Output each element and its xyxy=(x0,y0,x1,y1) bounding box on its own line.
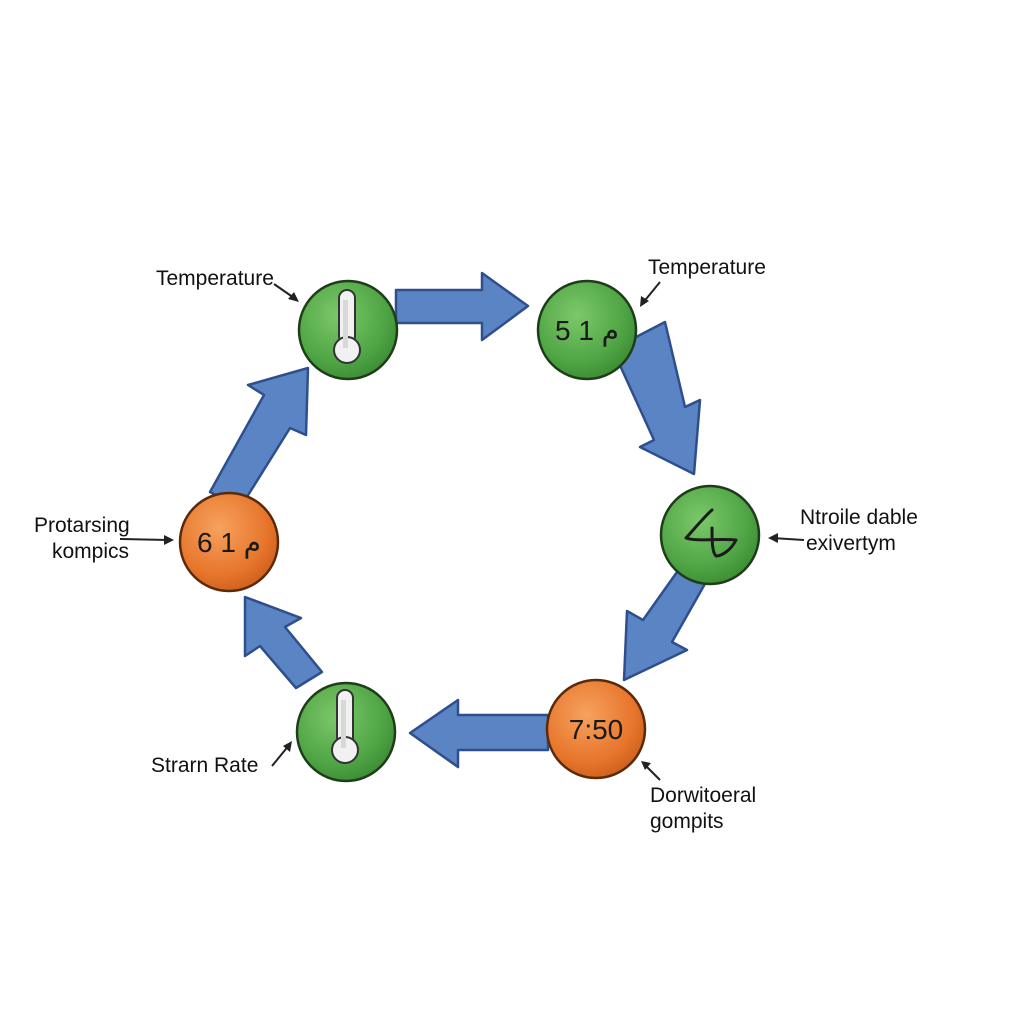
node-bottom-right: 7:50 xyxy=(545,678,647,780)
label-bottom-left-line1: Strarn Rate xyxy=(151,754,258,777)
node-right xyxy=(659,484,761,586)
cycle-arrows xyxy=(208,271,708,769)
label-top-right: Temperature xyxy=(640,256,766,307)
label-bottom-right: Dorwitoeral gompits xyxy=(641,761,756,833)
label-bottom-right-line1: Dorwitoeral xyxy=(650,784,756,807)
label-top-right-line1: Temperature xyxy=(648,256,766,279)
label-right-line2: exivertym xyxy=(806,532,896,555)
node-top-right-text: 5 م 1 xyxy=(555,315,619,347)
arrow-upper-right xyxy=(611,320,702,476)
label-bottom-right-line2: gompits xyxy=(650,810,724,833)
node-top-right: 5 م 1 xyxy=(536,279,638,381)
node-bottom-left xyxy=(295,681,397,783)
arrow-top xyxy=(394,271,530,342)
label-right-line1: Ntroile dable xyxy=(800,506,918,529)
label-right: Ntroile dable exivertym xyxy=(768,506,918,555)
label-top-left: Temperature xyxy=(156,267,299,302)
label-left-line1: Protarsing xyxy=(34,514,130,537)
label-left: Protarsing kompics xyxy=(34,514,174,563)
node-left-text: 6 م 1 xyxy=(197,527,261,559)
label-left-line2: kompics xyxy=(52,540,129,563)
pointer-left xyxy=(119,538,169,541)
arrow-lower-left xyxy=(243,595,324,690)
label-top-left-line1: Temperature xyxy=(156,267,274,290)
squiggle-glyph-icon xyxy=(684,508,738,558)
arrow-upper-left xyxy=(208,366,310,510)
label-bottom-left: Strarn Rate xyxy=(151,741,292,777)
node-bottom-right-text: 7:50 xyxy=(569,714,624,745)
arrow-lower-right xyxy=(622,563,708,682)
thermometer-icon xyxy=(333,289,361,364)
node-left: 6 م 1 xyxy=(178,491,280,593)
arrow-bottom xyxy=(408,698,550,769)
node-top-left xyxy=(297,279,399,381)
thermometer-icon xyxy=(331,689,359,764)
